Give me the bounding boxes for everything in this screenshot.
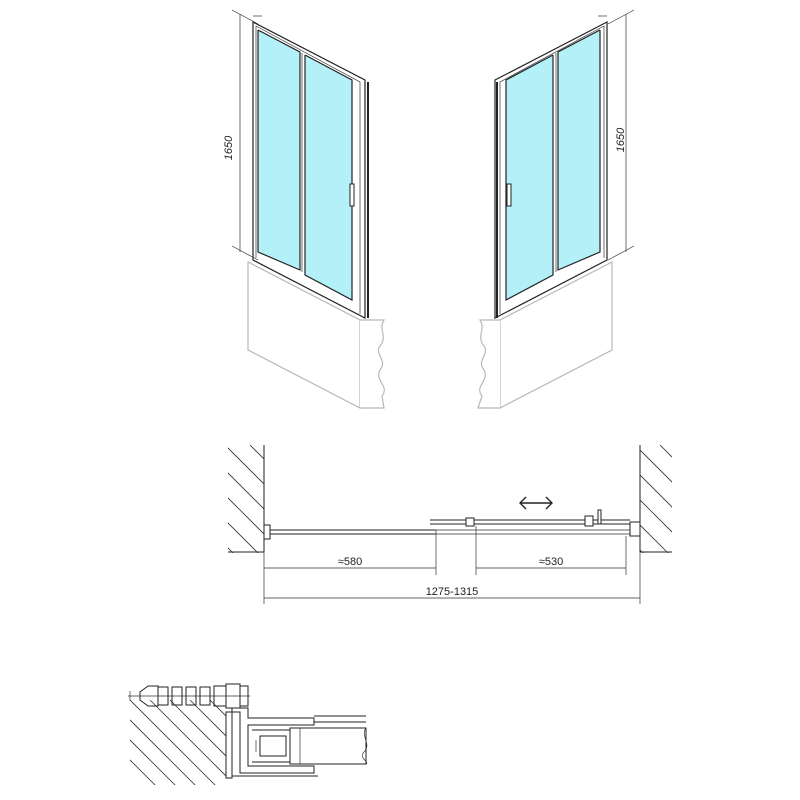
- door-profile-section: [225, 707, 368, 779]
- wall-anchor: [128, 683, 250, 709]
- left-height-dimension: 1650: [223, 9, 259, 261]
- wall-profile-detail: [128, 683, 368, 785]
- left-bath-outline: [247, 261, 386, 409]
- left-wall-hatch: [228, 445, 265, 553]
- right-door-frame: [494, 15, 608, 319]
- right-wall-hatch: [639, 445, 672, 553]
- right-height-label: 1650: [615, 127, 627, 152]
- right-bath-outline: [477, 261, 613, 409]
- total-width-label: 1275-1315: [426, 586, 479, 598]
- double-arrow-icon: [519, 496, 553, 510]
- left-door-frame: [252, 15, 369, 319]
- right-height-dimension: 1650: [607, 9, 635, 261]
- detail-wall-hatch: [130, 700, 232, 785]
- right-elevation-view: 1650: [477, 9, 635, 409]
- right-glass-panels: [506, 30, 600, 300]
- left-glass-panels: [258, 30, 352, 300]
- plan-door-panels: [263, 509, 641, 540]
- left-opening-label: ≈580: [338, 556, 362, 568]
- plan-view: ≈580 ≈530 1275-1315: [228, 445, 672, 604]
- plan-dimension-lines: [263, 526, 641, 604]
- right-opening-label: ≈530: [539, 556, 563, 568]
- left-height-label: 1650: [223, 135, 235, 160]
- left-elevation-view: 1650: [223, 9, 386, 409]
